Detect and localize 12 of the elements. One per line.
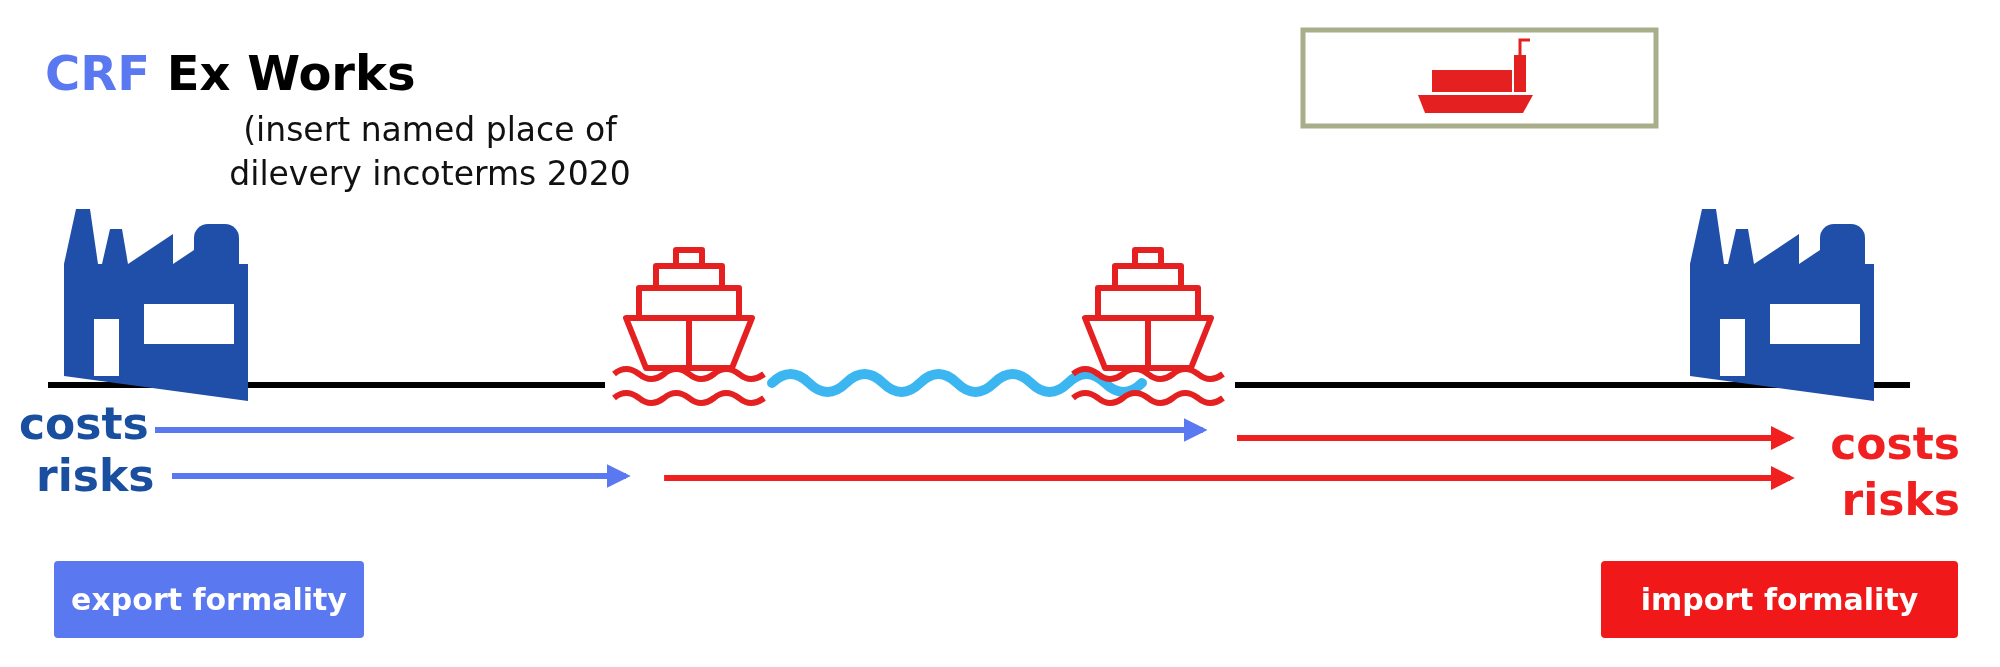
formality-label: export formality bbox=[54, 561, 364, 638]
subtitle-text: (insert named place of dilevery incoterms 2020 bbox=[228, 109, 632, 195]
cost-risk-label: risks bbox=[36, 452, 166, 500]
cost-risk-label: costs bbox=[1800, 420, 1960, 468]
formality-label: import formality bbox=[1601, 561, 1958, 638]
arrow bbox=[664, 466, 1795, 490]
arrow bbox=[172, 464, 631, 488]
cost-risk-label: risks bbox=[1800, 476, 1960, 524]
arrow bbox=[1237, 426, 1795, 450]
title: CRF Ex Works bbox=[45, 45, 416, 101]
cost-risk-label: costs bbox=[19, 400, 149, 448]
arrow bbox=[155, 418, 1208, 442]
